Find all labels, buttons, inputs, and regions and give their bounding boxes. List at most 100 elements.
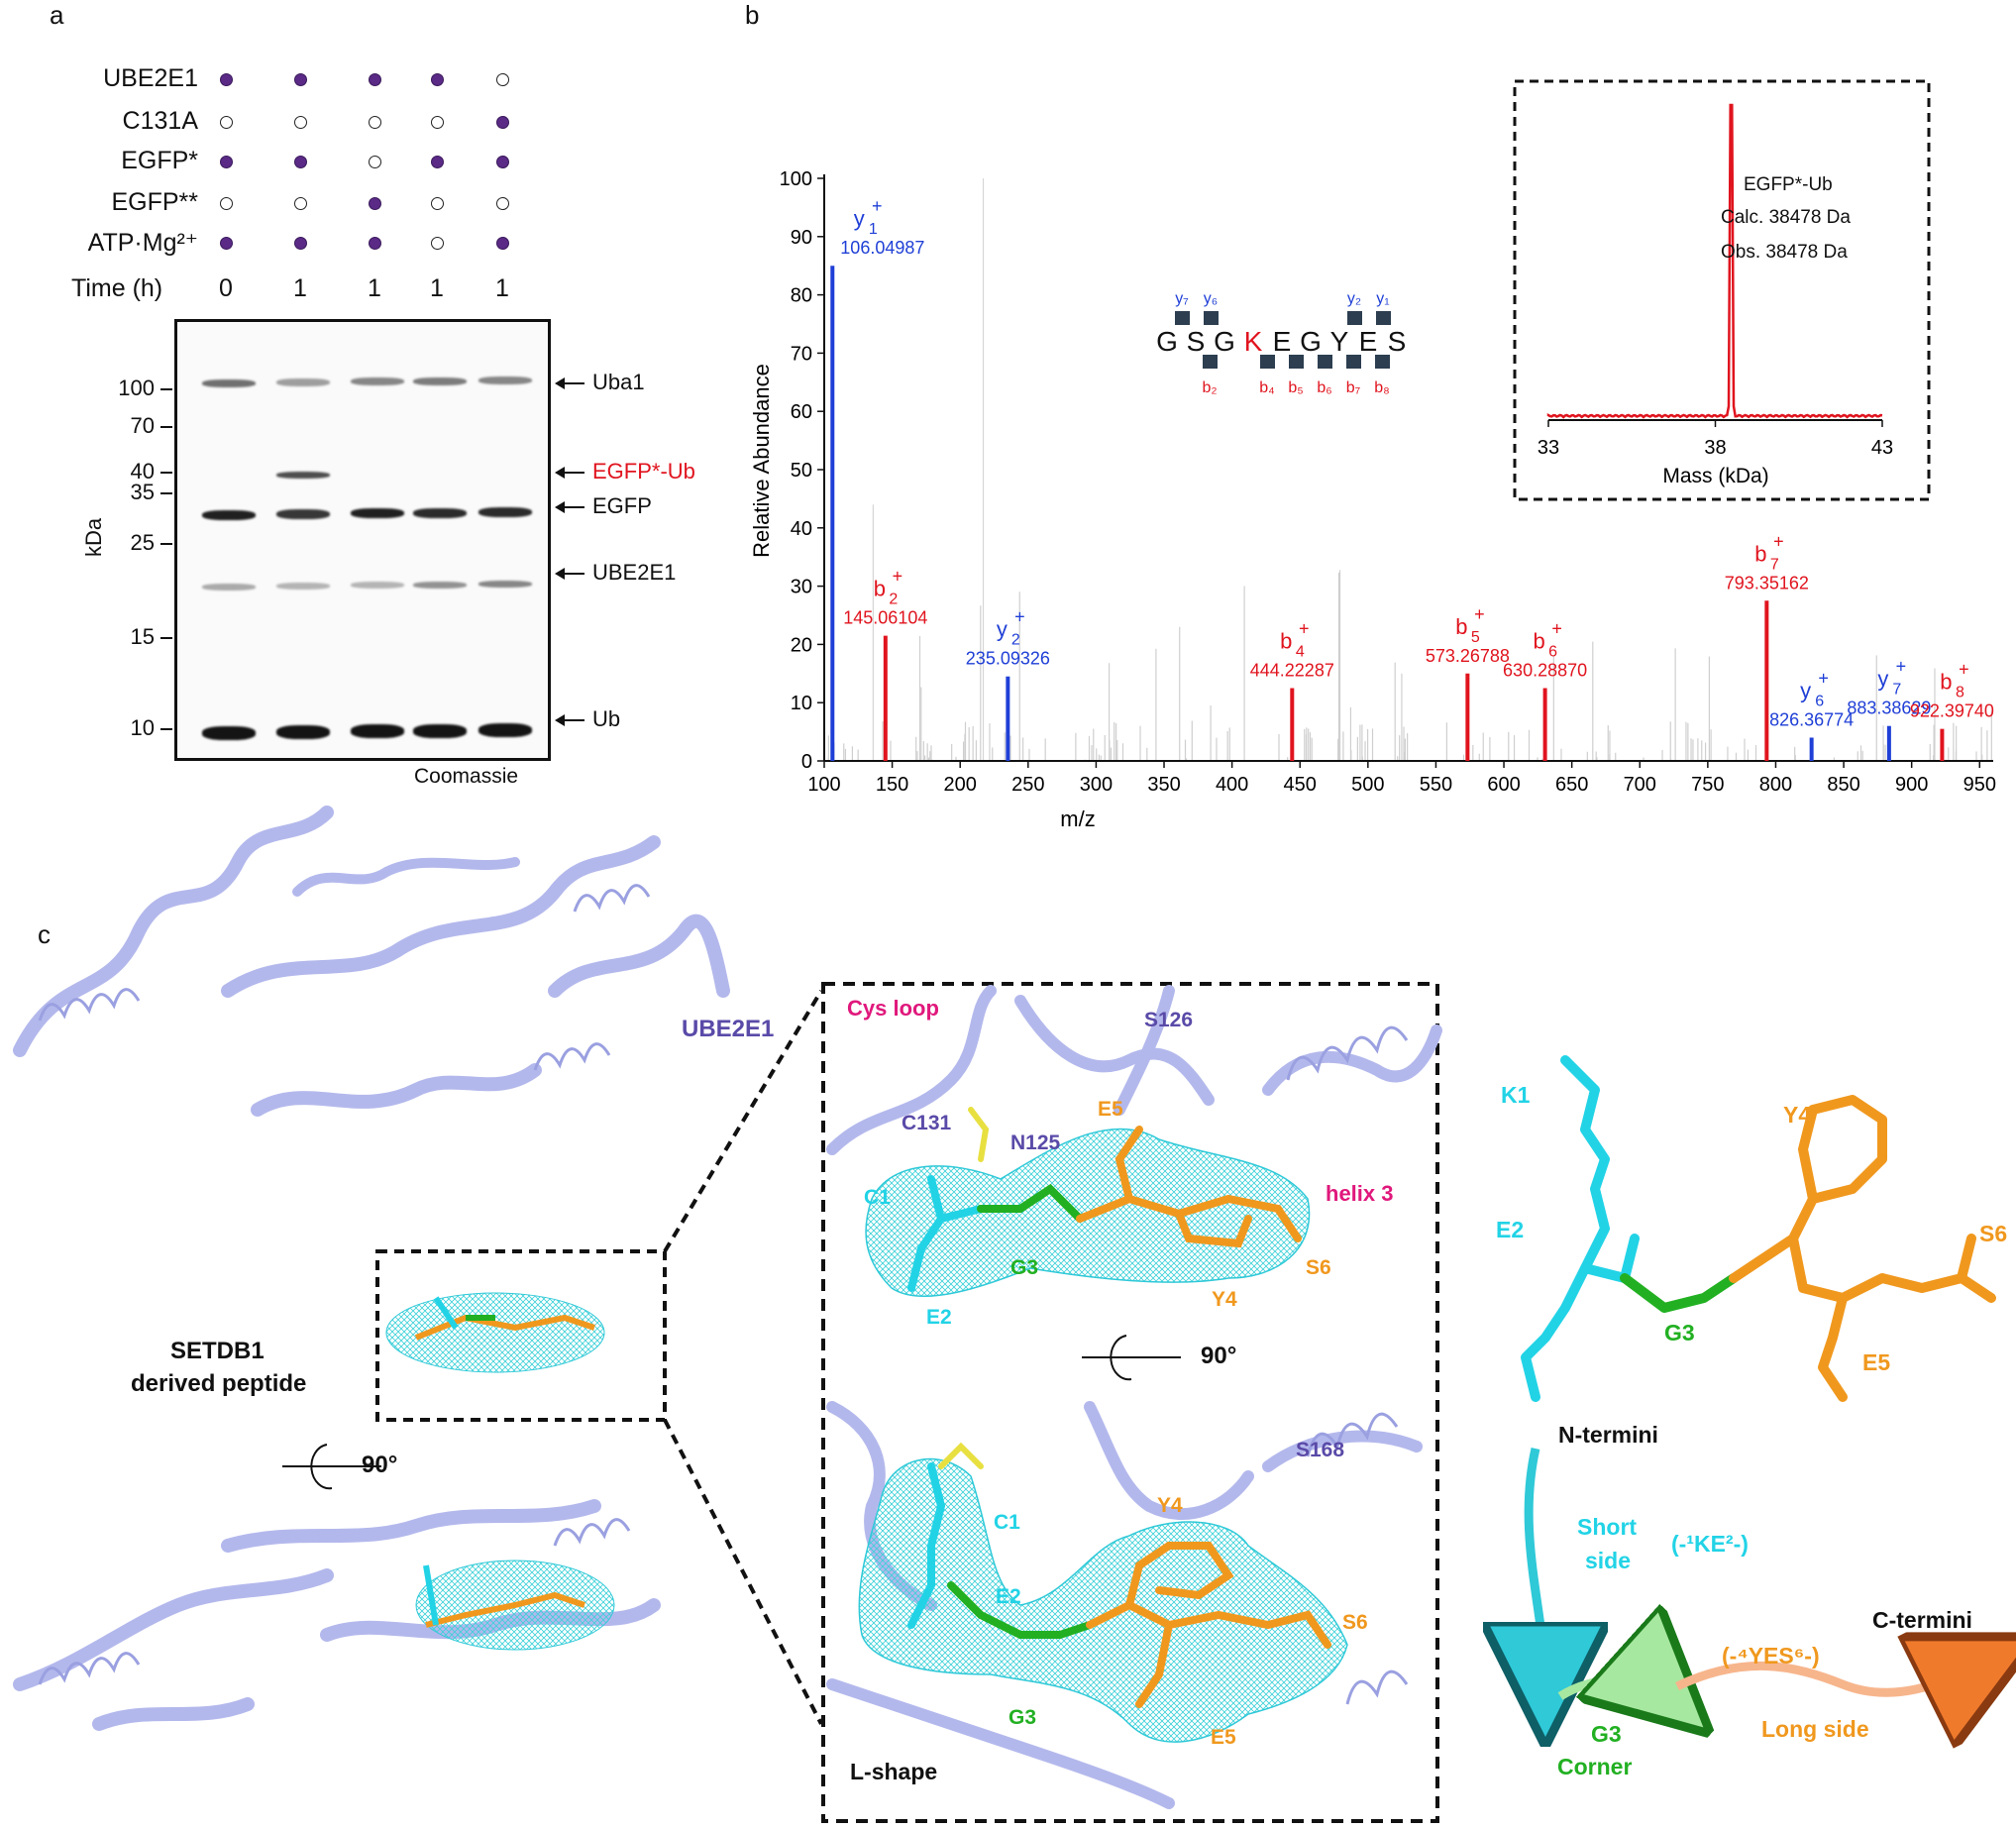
ion-subscript: 6 [1815, 693, 1824, 709]
band-arrow [557, 506, 584, 508]
x-tick-label: 200 [944, 774, 977, 796]
ion-mz-label: 444.22287 [1250, 661, 1334, 681]
peptide-residue: K [1244, 326, 1263, 357]
b-ion-marker [1289, 355, 1304, 369]
inset-mass-trace [1546, 103, 1883, 419]
condition-present-dot [496, 116, 509, 129]
egfp-band [276, 509, 330, 520]
ion-charge: + [1299, 619, 1310, 639]
ladder-tick [160, 426, 172, 428]
s6-label-model: S6 [1979, 1221, 2008, 1246]
x-tick-label: 250 [1011, 774, 1044, 796]
y-tick-label: 70 [791, 343, 812, 365]
time-value: 1 [495, 274, 509, 302]
y4-label-bottom: Y4 [1157, 1494, 1183, 1517]
s168-label: S168 [1296, 1439, 1345, 1461]
ion-mz-label: 630.28870 [1503, 661, 1587, 681]
condition-present-dot [220, 156, 233, 168]
long-side-label: Long side [1761, 1716, 1869, 1742]
n125-label: N125 [1010, 1131, 1061, 1154]
x-tick-label: 500 [1351, 774, 1384, 796]
band-label: Ub [592, 706, 621, 731]
c1-label-bottom: C1 [994, 1511, 1020, 1534]
short-side-label-1: Short [1577, 1514, 1638, 1540]
ion-subscript: 8 [1956, 685, 1964, 701]
ion-charge: + [1551, 619, 1562, 639]
x-tick-label: 100 [807, 774, 840, 796]
panel-a-letter: a [50, 0, 64, 30]
peptide-residue: G [1156, 326, 1178, 357]
c-termini-label: C-termini [1872, 1607, 1972, 1633]
ion-name: b [1754, 541, 1766, 566]
band-label: Uba1 [592, 370, 645, 394]
x-tick-label: 600 [1487, 774, 1520, 796]
helix3-label: helix 3 [1326, 1181, 1394, 1206]
ladder-mark: 100 [118, 376, 155, 400]
peptide-residue: G [1300, 326, 1322, 357]
y4-label-model: Y4 [1783, 1102, 1812, 1128]
peptide-residue: S [1187, 326, 1206, 357]
peptide-stick-model [1521, 1055, 1996, 1402]
condition-absent-dot [294, 197, 307, 210]
y-ion-label: y₂ [1347, 290, 1361, 307]
e2-label-top: E2 [926, 1306, 952, 1329]
y-tick-label: 40 [791, 518, 812, 540]
y-ion-marker [1175, 311, 1190, 325]
b-ion-marker [1318, 355, 1332, 369]
ube2e1-band [276, 583, 330, 591]
condition-absent-dot [496, 197, 509, 210]
x-tick-label: 850 [1827, 774, 1859, 796]
ion-mz-label: 235.09326 [966, 649, 1050, 669]
condition-present-dot [220, 73, 233, 86]
e2-label-bottom: E2 [996, 1585, 1021, 1608]
y-tick-label: 60 [791, 401, 812, 423]
ion-name: y [854, 206, 865, 231]
condition-absent-dot [220, 116, 233, 129]
inset-x-tick-label: 33 [1538, 437, 1559, 459]
ion-name: b [874, 577, 886, 601]
b-ion-label: b₂ [1202, 379, 1217, 396]
uba1-band [478, 376, 532, 384]
uba1-band [202, 379, 256, 387]
ion-charge: + [1818, 668, 1829, 688]
inset-title: EGFP*-Ub [1744, 174, 1833, 195]
band-arrow [557, 573, 584, 575]
band-arrow [557, 719, 584, 721]
ion-mz-label: 573.26788 [1426, 646, 1510, 666]
x-tick-label: 650 [1555, 774, 1588, 796]
corner-arrow [1557, 1679, 1664, 1696]
s126-label: S126 [1144, 1009, 1194, 1031]
y-tick-label: 0 [801, 751, 812, 773]
condition-label: C131A [122, 107, 198, 135]
inset-x-axis-label: Mass (kDa) [1662, 465, 1768, 487]
ion-name: b [1280, 629, 1292, 654]
ion-name: y [1877, 667, 1888, 692]
inset-obs: Obs. 38478 Da [1721, 242, 1848, 263]
b-ion-label: b₆ [1317, 379, 1331, 396]
egfp-band [351, 508, 404, 519]
x-tick-label: 400 [1216, 774, 1248, 796]
band-arrowhead [555, 377, 565, 389]
ion-charge: + [1896, 657, 1907, 677]
x-tick-label: 300 [1080, 774, 1113, 796]
ladder-tick [160, 492, 172, 494]
x-tick-label: 350 [1147, 774, 1180, 796]
x-tick-label: 900 [1895, 774, 1928, 796]
inset-x-tick-label: 43 [1871, 437, 1893, 459]
y-tick-label: 90 [791, 227, 812, 249]
ion-charge: + [1959, 660, 1969, 680]
ub-band [276, 725, 330, 740]
condition-present-dot [431, 73, 444, 86]
b-ion-marker [1375, 355, 1390, 369]
ladder-mark: 15 [130, 624, 155, 649]
condition-label: EGFP** [111, 188, 198, 216]
condition-label: ATP·Mg²⁺ [87, 229, 198, 257]
ladder-mark: 35 [130, 480, 155, 504]
ion-charge: + [893, 567, 903, 587]
k1-label: K1 [1501, 1082, 1531, 1108]
rotation-label-1: 90° [362, 1452, 398, 1478]
b-ion-label: b₅ [1288, 379, 1303, 396]
y-ion-marker [1347, 311, 1362, 325]
ion-mz-label: 793.35162 [1725, 573, 1809, 592]
